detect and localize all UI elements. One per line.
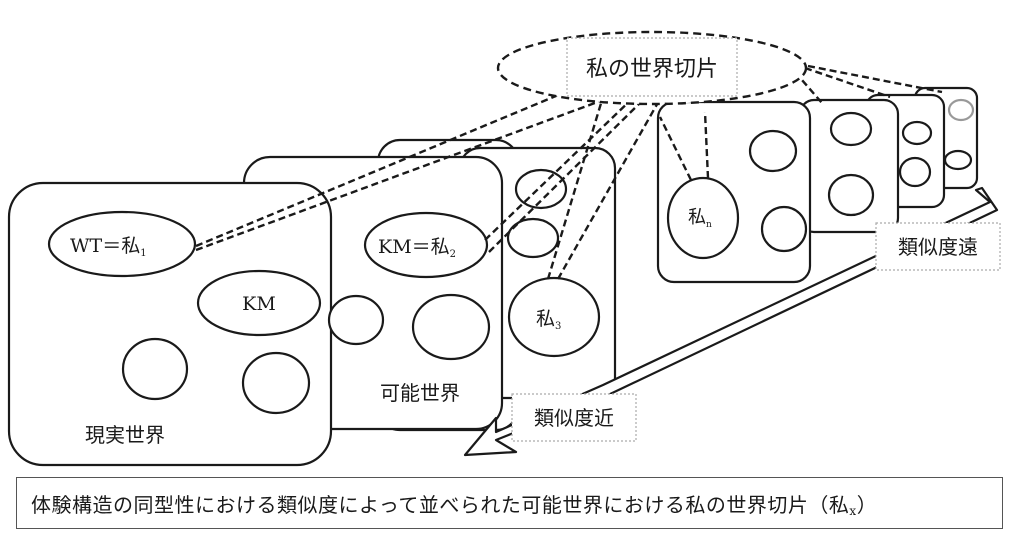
ellipse-km-self-label: KM＝私2: [378, 236, 456, 260]
dashed-line-to-far-6: [807, 64, 943, 94]
ellipse-self-n-label: 私n: [688, 207, 712, 230]
dashed-line-to-self-nb: [703, 111, 710, 179]
caption-text: 体験構造の同型性における類似度によって並べられた可能世界における私の世界切片（私…: [31, 492, 878, 518]
dashed-line-to-self-1b: [195, 91, 623, 252]
ellipse-blank-f6-1: [947, 98, 975, 122]
ellipse-km-label: KM: [242, 293, 276, 315]
label-far-box: [875, 222, 1001, 271]
label-far: 類似度遠: [898, 235, 978, 259]
ellipse-self-3: [507, 276, 601, 358]
caption-box: 体験構造の同型性における類似度によって並べられた可能世界における私の世界切片（私…: [16, 477, 1003, 529]
ellipse-blank-wn-2: [760, 205, 808, 253]
ellipse-wt-label: WT＝私1: [70, 235, 147, 259]
similarity-arrow: [463, 186, 999, 457]
ellipse-blank-w3-2: [506, 217, 560, 259]
title-label-box: [566, 37, 738, 97]
label-actual-world: 現実世界: [85, 423, 165, 447]
ellipse-blank-w2-1: [327, 294, 385, 346]
ellipse-km-self: [363, 211, 489, 279]
ellipse-wt-self: [47, 210, 197, 278]
ellipse-blank-f4-2: [827, 173, 875, 217]
label-possible-world: 可能世界: [380, 381, 460, 405]
ellipse-self-n: [666, 176, 740, 260]
dashed-line-to-self-na: [658, 116, 693, 181]
dashed-line-to-self-1a: [195, 86, 576, 248]
title-label: 私の世界切片: [586, 57, 718, 82]
label-near: 類似度近: [534, 406, 614, 430]
ellipse-blank-actual-1: [121, 337, 189, 401]
label-near-box: [511, 393, 637, 442]
ellipse-blank-w2-2: [411, 293, 491, 361]
dashed-line-to-self-2b: [488, 98, 645, 253]
dashed-line-to-self-3b: [556, 98, 662, 280]
ellipse-blank-f6-2: [943, 149, 973, 171]
dashed-line-to-self-2a: [484, 94, 637, 241]
dashed-line-to-self-3a: [546, 99, 604, 280]
ellipse-blank-wn-1: [748, 129, 798, 173]
ellipse-self-3-label: 私3: [536, 308, 561, 332]
ellipse-blank-f4-1: [829, 111, 873, 147]
ellipse-blank-actual-2: [241, 351, 311, 415]
ellipse-blank-f5-2: [898, 156, 932, 188]
ellipse-blank-f5-1: [901, 120, 933, 146]
dashed-line-to-far-5: [804, 66, 891, 99]
ellipse-km-actual: [196, 269, 322, 337]
